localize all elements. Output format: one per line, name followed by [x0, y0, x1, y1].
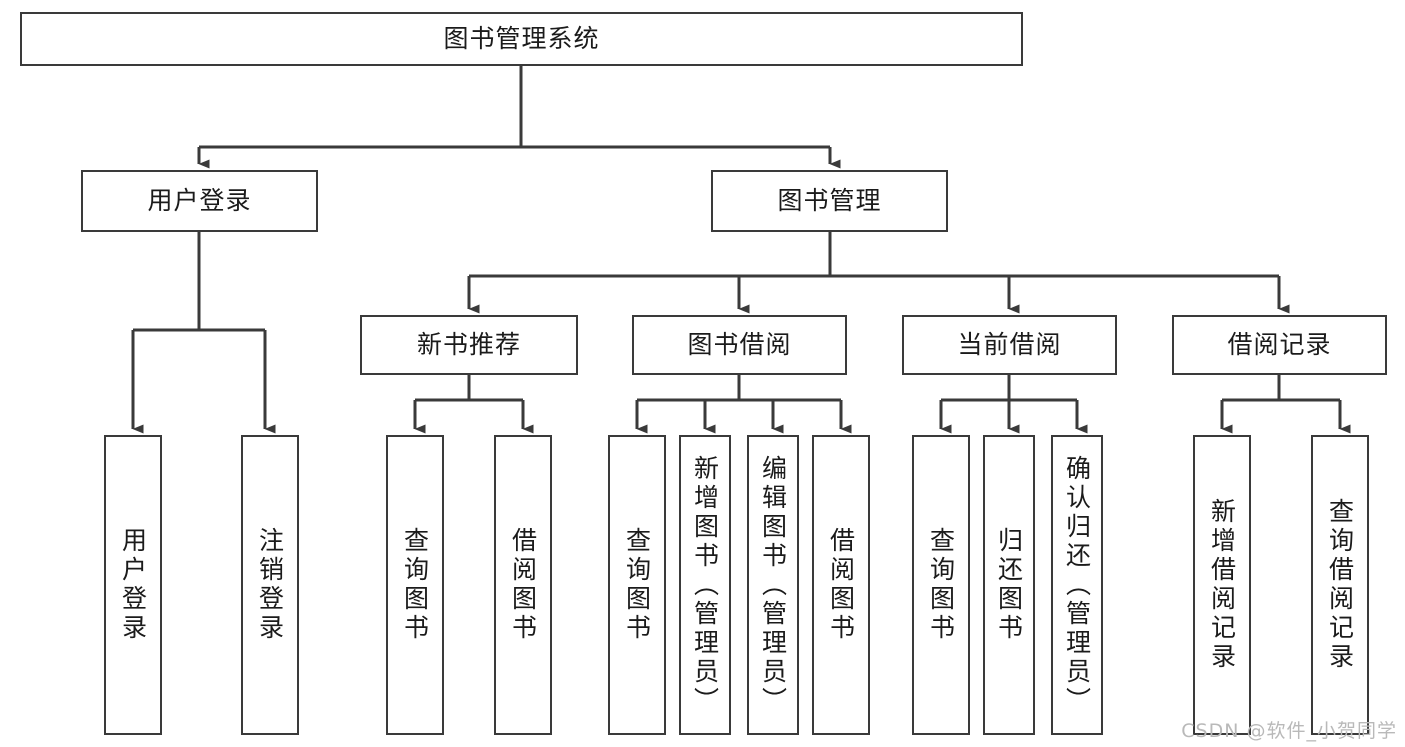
node-label: 编辑图书（管理员）: [758, 454, 788, 716]
node-new-book-recommendation[interactable]: 新书推荐: [360, 315, 578, 375]
node-label: 用户登录: [147, 186, 252, 216]
node-book-management[interactable]: 图书管理: [711, 170, 948, 232]
leaf-add-book-admin[interactable]: 新增图书（管理员）: [679, 435, 731, 735]
node-label: 新增图书（管理员）: [690, 454, 720, 716]
node-label: 图书借阅: [687, 330, 792, 360]
leaf-add-borrow-record[interactable]: 新增借阅记录: [1193, 435, 1251, 735]
node-current-borrowing[interactable]: 当前借阅: [902, 315, 1117, 375]
node-borrow-records[interactable]: 借阅记录: [1172, 315, 1387, 375]
node-book-borrowing[interactable]: 图书借阅: [632, 315, 847, 375]
leaf-confirm-return-admin[interactable]: 确认归还（管理员）: [1051, 435, 1103, 735]
node-label: 确认归还（管理员）: [1062, 454, 1092, 716]
node-label: 新增借阅记录: [1207, 498, 1237, 672]
node-root-book-management-system[interactable]: 图书管理系统: [20, 12, 1023, 66]
leaf-query-book-current[interactable]: 查询图书: [912, 435, 970, 735]
node-label: 查询图书: [400, 527, 430, 643]
node-label: 注销登录: [255, 527, 285, 643]
leaf-query-book-new[interactable]: 查询图书: [386, 435, 444, 735]
node-label: 查询图书: [926, 527, 956, 643]
leaf-query-borrow-record[interactable]: 查询借阅记录: [1311, 435, 1369, 735]
node-user-login[interactable]: 用户登录: [81, 170, 318, 232]
node-label: 借阅图书: [826, 527, 856, 643]
node-label: 新书推荐: [416, 330, 521, 360]
leaf-return-book[interactable]: 归还图书: [983, 435, 1035, 735]
node-label: 归还图书: [994, 527, 1024, 643]
node-label: 查询图书: [622, 527, 652, 643]
node-label: 查询借阅记录: [1325, 498, 1355, 672]
node-label: 图书管理系统: [443, 24, 600, 54]
leaf-borrow-book-new[interactable]: 借阅图书: [494, 435, 552, 735]
leaf-logout[interactable]: 注销登录: [241, 435, 299, 735]
node-label: 当前借阅: [957, 330, 1062, 360]
node-label: 用户登录: [118, 527, 148, 643]
leaf-user-login[interactable]: 用户登录: [104, 435, 162, 735]
leaf-borrow-book[interactable]: 借阅图书: [812, 435, 870, 735]
leaf-edit-book-admin[interactable]: 编辑图书（管理员）: [747, 435, 799, 735]
node-label: 借阅记录: [1227, 330, 1332, 360]
leaf-query-book-borrow[interactable]: 查询图书: [608, 435, 666, 735]
node-label: 图书管理: [777, 186, 882, 216]
node-label: 借阅图书: [508, 527, 538, 643]
